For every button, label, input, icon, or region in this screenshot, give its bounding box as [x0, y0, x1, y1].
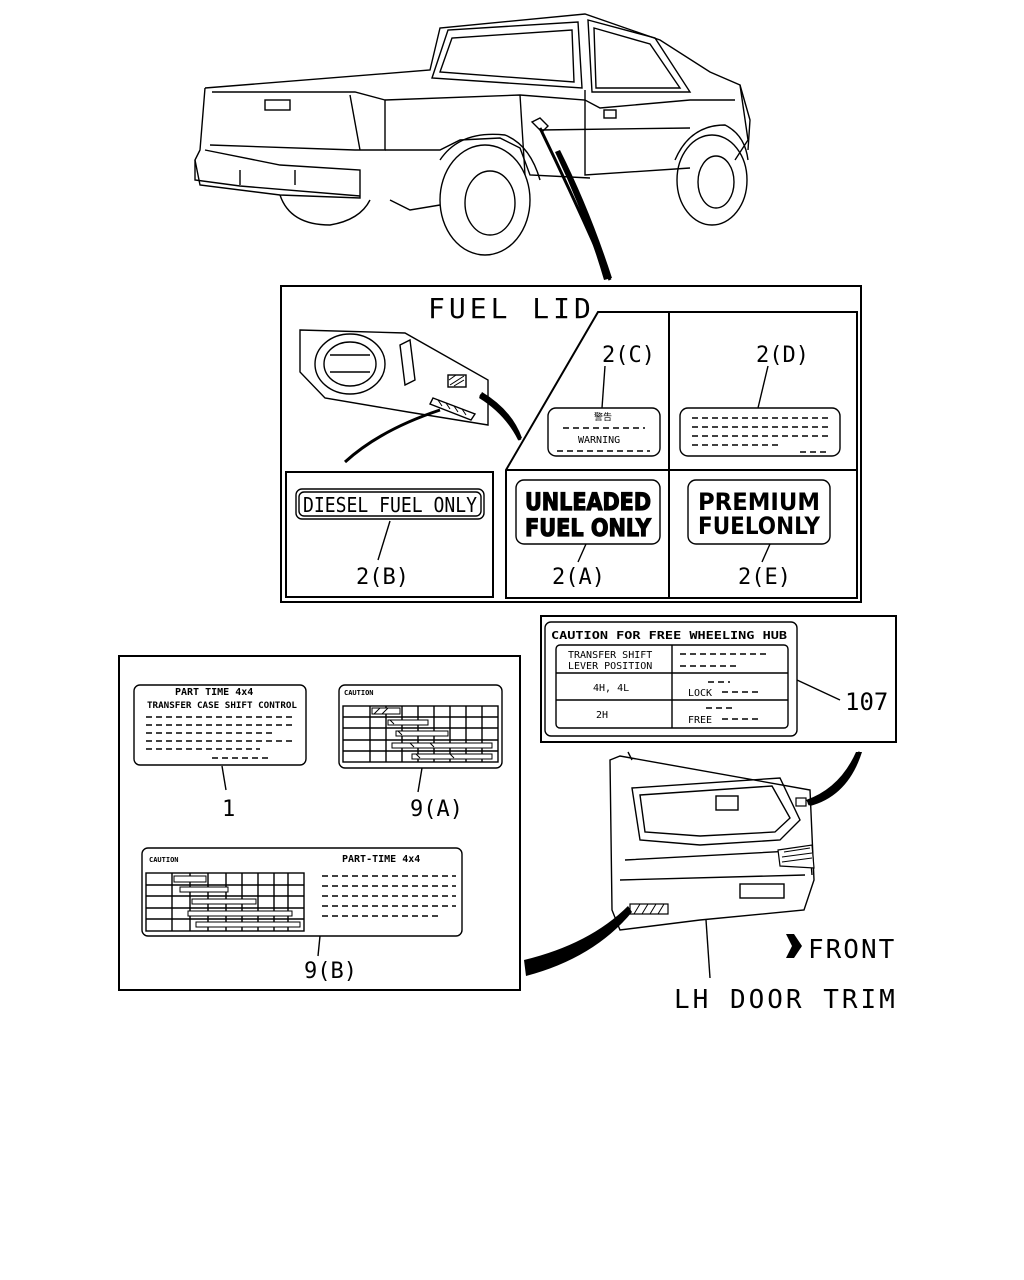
pickup-truck-illustration — [194, 13, 751, 281]
hub-row1-line1: TRANSFER SHIFT — [568, 650, 652, 661]
decal-2b-text: DIESEL FUEL ONLY — [303, 493, 477, 517]
lh-door-trim-illustration: FRONT LH DOOR TRIM — [524, 751, 898, 1015]
transfer-labels-panel: PART TIME 4x4 TRANSFER CASE SHIFT CONTRO… — [118, 655, 521, 991]
decal-2a-line2: FUEL ONLY — [525, 514, 652, 542]
label1-title: PART TIME 4x4 — [175, 687, 253, 698]
label1-subtitle: TRANSFER CASE SHIFT CONTROL — [147, 701, 298, 711]
ref-9a: 9(A) — [410, 797, 463, 822]
lh-door-trim-label: LH DOOR TRIM — [674, 985, 898, 1015]
label9b-grid — [145, 872, 305, 932]
ref-2a: 2(A) — [552, 565, 605, 590]
ref-2d: 2(D) — [756, 343, 809, 368]
hub-caution-panel: CAUTION FOR FREE WHEELING HUB TRANSFER S… — [540, 615, 897, 743]
ref-2b: 2(B) — [356, 565, 409, 590]
fuel-lid-sketch — [299, 329, 522, 464]
ref-107: 107 — [845, 688, 888, 716]
decal-2e-line2: FUELONLY — [698, 512, 821, 540]
ref-9b: 9(B) — [304, 959, 357, 984]
label9b-title: PART-TIME 4x4 — [342, 854, 420, 865]
front-arrow-icon — [786, 934, 802, 958]
ref-1: 1 — [222, 797, 235, 822]
label9a-grid — [342, 705, 499, 763]
decal-2c-warning: WARNING — [578, 435, 620, 446]
label9a-caution: CAUTION — [344, 689, 374, 697]
hub-row3-label: 2H — [596, 710, 608, 721]
decal-2a-line1: UNLEADED — [525, 488, 651, 516]
hub-row3-value: FREE — [688, 715, 712, 726]
fuel-lid-panel: FUEL LID 2(C) 警告 WARNING 2(D) — [280, 285, 862, 603]
hub-row2-label: 4H, 4L — [593, 683, 629, 694]
hub-label-title: CAUTION FOR FREE WHEELING HUB — [551, 629, 787, 642]
decal-2c-kanji: 警告 — [594, 411, 612, 423]
hub-row1-line2: LEVER POSITION — [568, 661, 652, 672]
decal-2e-line1: PREMIUM — [698, 488, 820, 516]
fuel-lid-title: FUEL LID — [428, 292, 595, 325]
front-label: FRONT — [808, 935, 896, 965]
hub-row2-value: LOCK — [688, 688, 712, 699]
ref-2c: 2(C) — [602, 343, 655, 368]
ref-2e: 2(E) — [738, 565, 791, 590]
label9b-caution: CAUTION — [149, 856, 179, 864]
